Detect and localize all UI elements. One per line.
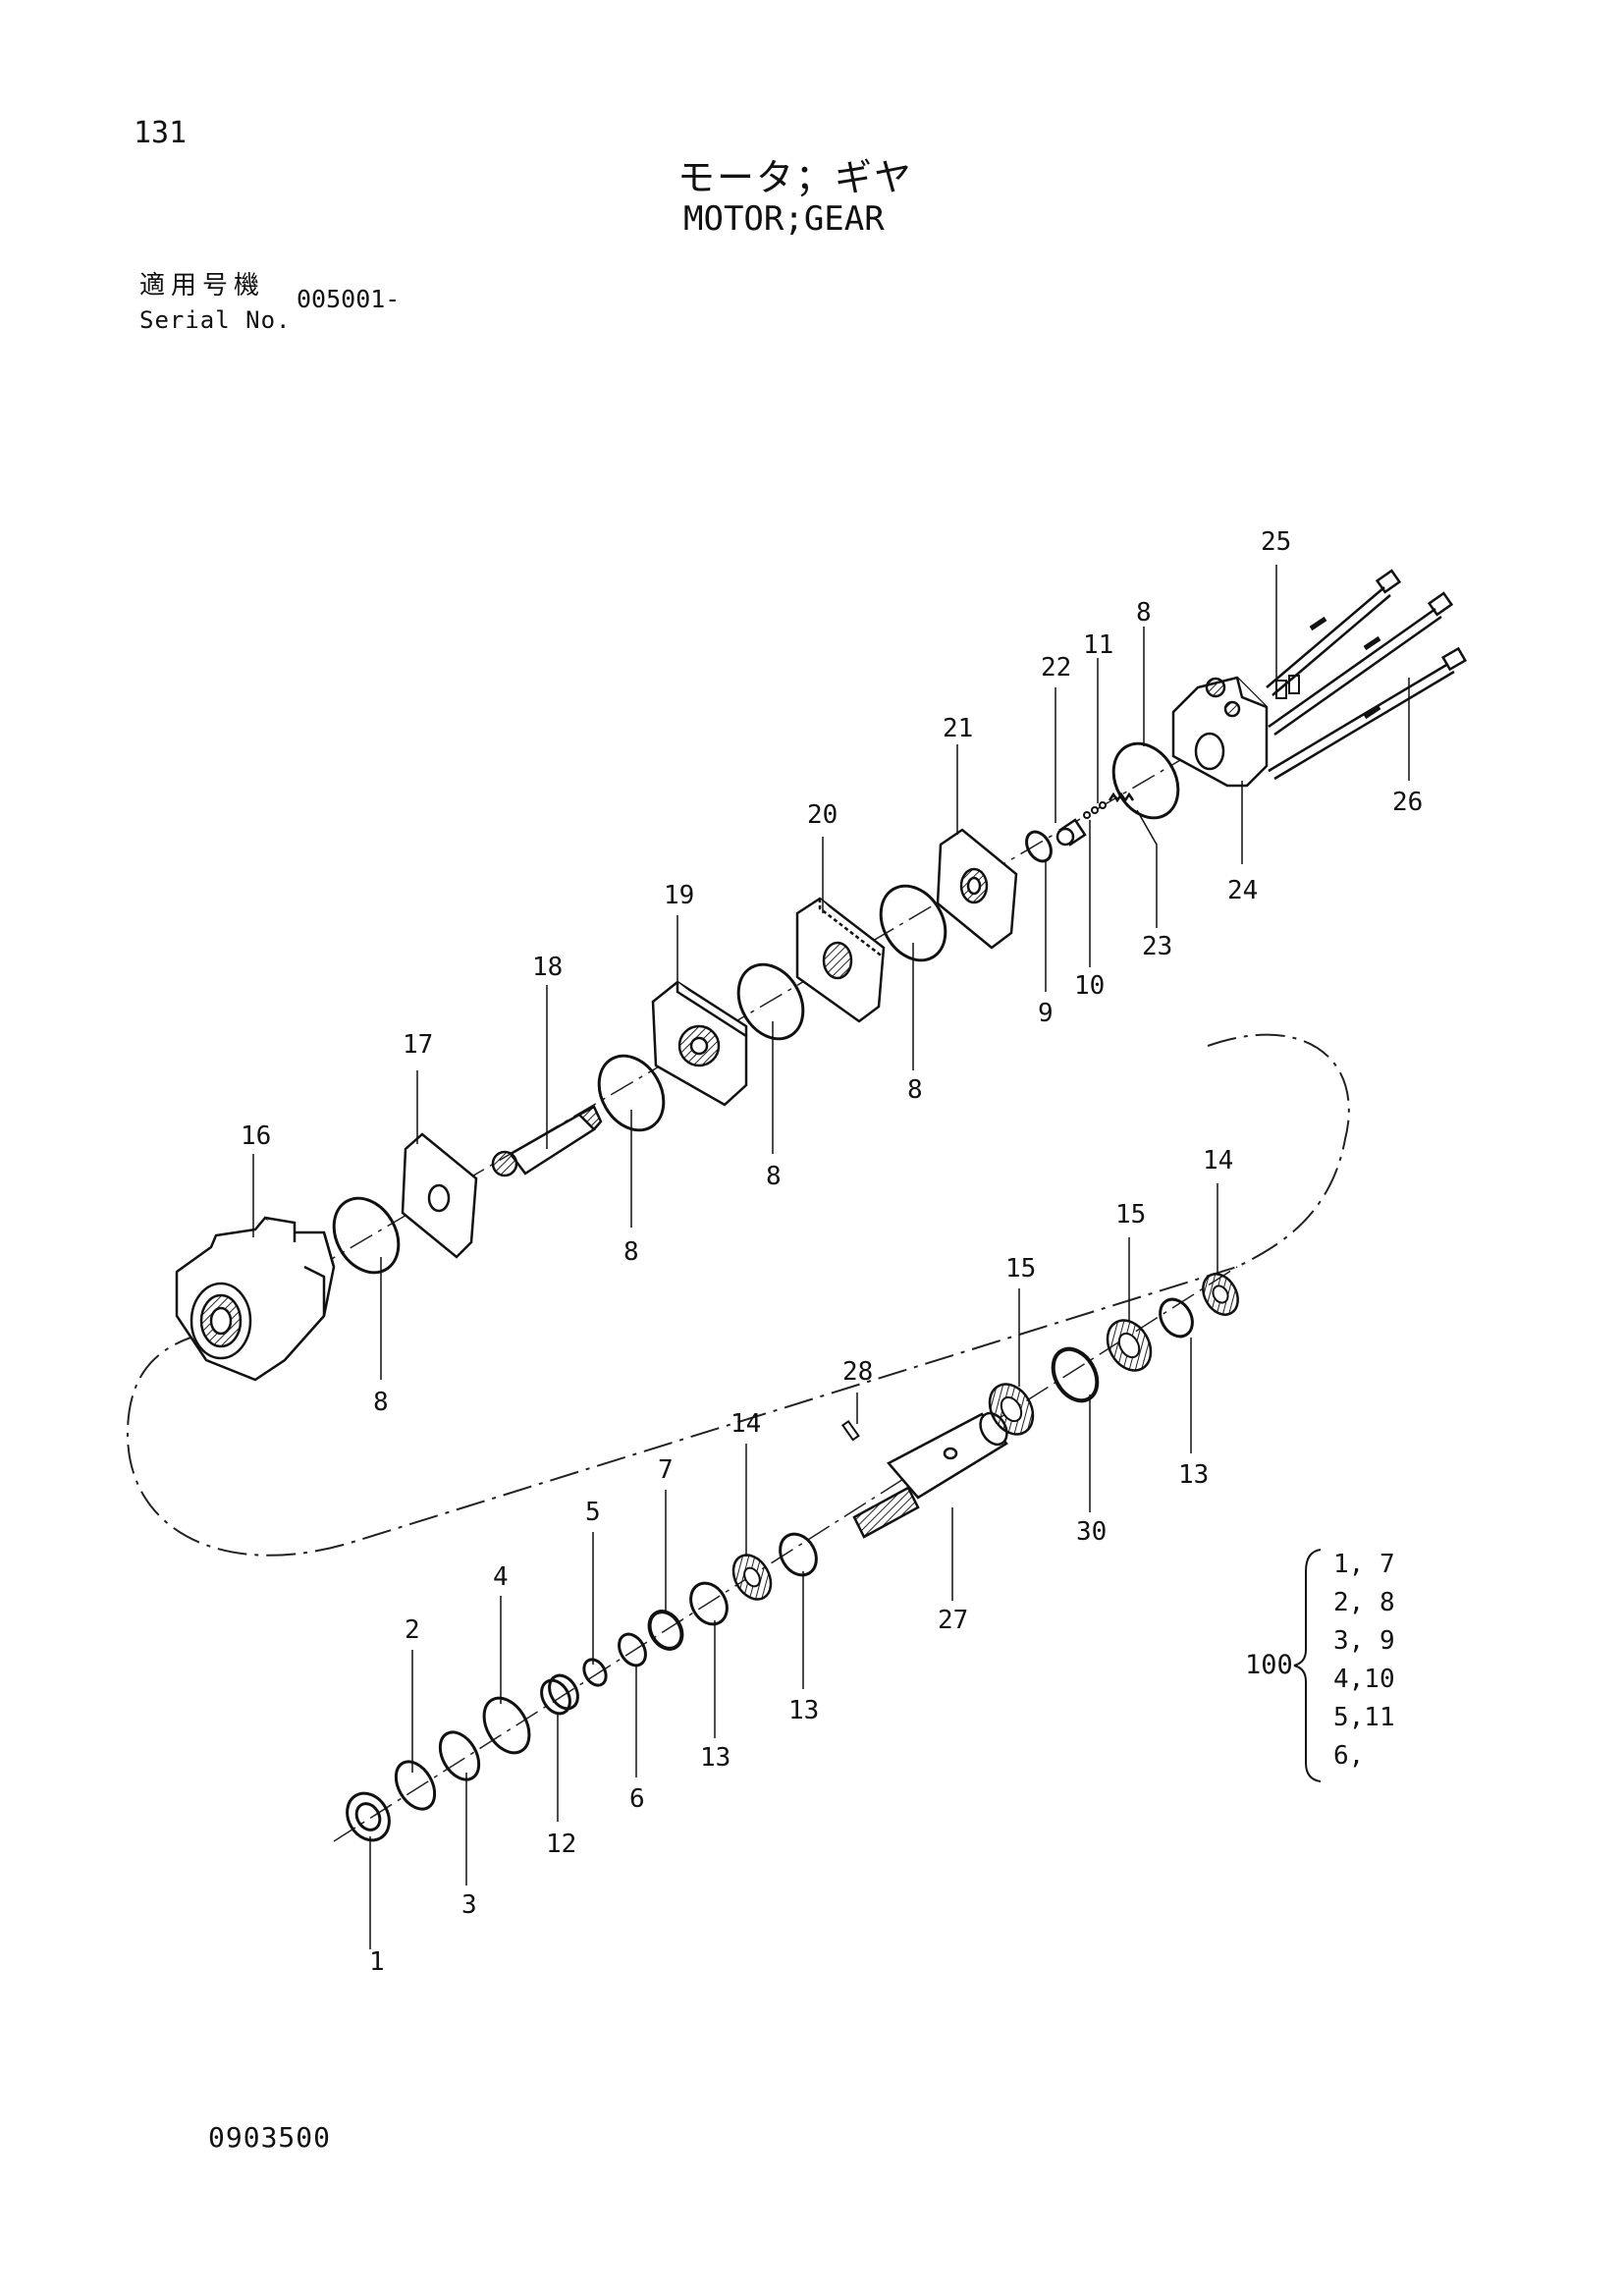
part-21-plate	[936, 828, 1018, 950]
part-13-washer-a	[689, 1581, 729, 1626]
kit-item-4: 4,10	[1333, 1665, 1395, 1694]
drawing-code: 0903500	[208, 2121, 332, 2154]
kit-item-1: 1, 7	[1333, 1550, 1395, 1579]
part-18-shaft	[491, 1105, 603, 1177]
part-26-bolts	[1266, 569, 1468, 781]
callout-23: 23	[1142, 932, 1172, 961]
callout-17: 17	[403, 1030, 433, 1060]
title-japanese: モータ；ギヤ	[677, 156, 914, 199]
callout-1: 1	[369, 1947, 385, 1977]
part-23-spring	[1108, 792, 1135, 803]
part-8-o-ring-a	[332, 1196, 401, 1275]
part-28-key	[840, 1419, 860, 1442]
kit-number: 100	[1245, 1650, 1293, 1680]
callout-13-a: 13	[700, 1743, 730, 1773]
part-8-o-ring-d	[879, 884, 947, 962]
serial-label-english: Serial No.	[139, 306, 292, 334]
kit-item-3: 3, 9	[1333, 1626, 1395, 1656]
part-7-ring	[647, 1610, 684, 1651]
callout-9: 9	[1038, 999, 1054, 1028]
part-4-ring	[482, 1696, 531, 1755]
callout-6: 6	[629, 1784, 645, 1814]
part-17-plate	[401, 1132, 478, 1259]
serial-number-value: 005001-	[297, 285, 401, 313]
callout-26: 26	[1392, 788, 1423, 817]
part-1-seal	[346, 1791, 391, 1842]
page-number: 131	[134, 116, 188, 150]
part-25-pin	[1275, 675, 1300, 699]
part-20-plate	[795, 897, 886, 1023]
part-12-bushing	[540, 1673, 579, 1716]
part-13-washer-b	[779, 1532, 818, 1577]
callout-28: 28	[842, 1357, 873, 1387]
callout-14-b: 14	[1203, 1146, 1233, 1175]
callout-24: 24	[1227, 876, 1258, 905]
callout-7: 7	[658, 1455, 674, 1485]
callout-8-b: 8	[623, 1237, 639, 1267]
callout-3: 3	[461, 1890, 477, 1920]
callout-4: 4	[493, 1562, 509, 1592]
callout-15-a: 15	[1005, 1254, 1036, 1284]
part-8-o-ring-c	[736, 962, 805, 1041]
part-3-ring	[438, 1730, 481, 1781]
callout-10: 10	[1074, 971, 1105, 1001]
part-27-output-shaft	[852, 1411, 1008, 1539]
callout-20: 20	[807, 800, 838, 830]
serial-label-japanese: 適用号機	[139, 271, 266, 301]
callout-16: 16	[241, 1121, 271, 1151]
part-13-washer-c	[1159, 1297, 1194, 1339]
part-16-housing	[175, 1216, 336, 1382]
callout-27: 27	[938, 1606, 968, 1635]
callout-14-a: 14	[730, 1409, 761, 1439]
assembly-group-outline	[126, 1033, 1350, 1557]
part-14-thrust-bearing-a	[731, 1554, 773, 1601]
part-22-valve	[1055, 818, 1087, 847]
part-10-11-balls	[1083, 801, 1107, 819]
callout-8-a: 8	[373, 1388, 389, 1417]
callout-30: 30	[1076, 1517, 1107, 1547]
kit-brace	[1293, 1549, 1322, 1782]
callout-8-c: 8	[766, 1162, 782, 1191]
part-6-washer	[618, 1632, 647, 1667]
callout-8-d: 8	[907, 1075, 923, 1105]
callout-15-b: 15	[1115, 1200, 1146, 1230]
callout-13-c: 13	[1178, 1460, 1209, 1490]
part-9-small-ring	[1025, 830, 1053, 863]
part-2-ring	[394, 1760, 437, 1811]
callout-18: 18	[532, 953, 563, 982]
callout-13-b: 13	[788, 1696, 819, 1725]
kit-item-2: 2, 8	[1333, 1588, 1395, 1617]
part-8-o-ring-b	[597, 1054, 666, 1132]
title-english: MOTOR;GEAR	[683, 199, 885, 239]
part-14-thrust-bearing-b	[1202, 1273, 1239, 1316]
callout-5: 5	[585, 1498, 601, 1527]
callout-12: 12	[546, 1830, 576, 1859]
part-19-gear-housing	[651, 980, 748, 1107]
part-15-needle-bearing-a	[988, 1383, 1035, 1436]
callout-21: 21	[943, 714, 973, 743]
lower-axis-line	[333, 1266, 1238, 1842]
callout-25: 25	[1261, 527, 1291, 557]
kit-item-5: 5,11	[1333, 1703, 1395, 1732]
callout-8-e: 8	[1136, 598, 1152, 628]
kit-item-6: 6,	[1333, 1741, 1365, 1771]
callout-11: 11	[1083, 630, 1113, 660]
part-30-collar	[1051, 1346, 1100, 1403]
part-5-snap-ring	[582, 1658, 608, 1687]
callout-22: 22	[1041, 653, 1071, 683]
leader-lines	[252, 565, 1410, 1949]
part-15-needle-bearing-b	[1106, 1319, 1153, 1372]
part-24-end-cover	[1171, 676, 1269, 788]
callout-19: 19	[664, 881, 694, 910]
callout-2: 2	[405, 1615, 420, 1645]
